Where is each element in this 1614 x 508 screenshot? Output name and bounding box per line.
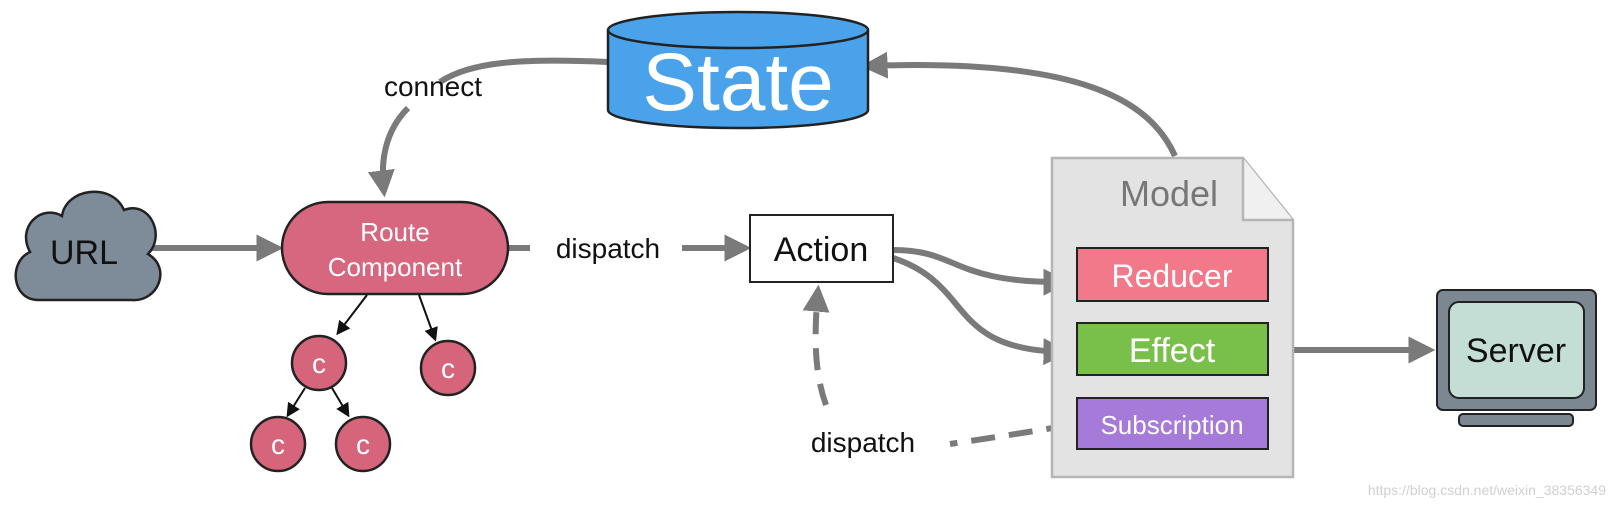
tree-edge [331, 387, 350, 418]
route-component: Route Component [280, 200, 510, 296]
child-component-label: c [441, 353, 455, 384]
child-component-node: c [249, 415, 307, 473]
watermark-text: https://blog.csdn.net/weixin_38356349 [1368, 482, 1606, 498]
reducer-label: Reducer [1112, 258, 1233, 294]
dispatch-label-main: dispatch [556, 233, 660, 264]
server-node: Server [1436, 289, 1597, 427]
reducer-node: Reducer [1076, 247, 1269, 302]
connect-arrow [383, 57, 609, 192]
tree-edge [286, 387, 306, 418]
effect-node: Effect [1076, 322, 1269, 376]
action-to-effect-arrow [892, 255, 1071, 366]
child-component-node: c [419, 339, 477, 397]
action-label: Action [774, 231, 869, 269]
route-component-label-line1: Route [360, 217, 429, 247]
child-component-node: c [334, 415, 392, 473]
child-component-label: c [271, 429, 285, 460]
model-to-state-arrow [860, 51, 1178, 158]
subscription-node: Subscription [1076, 397, 1269, 450]
action-to-reducer-arrow [892, 247, 1071, 296]
child-component-label: c [312, 348, 326, 379]
subscription-label: Subscription [1100, 410, 1243, 440]
effect-label: Effect [1129, 332, 1216, 370]
component-tree: c c c c [249, 294, 477, 473]
connections [152, 51, 1436, 447]
connect-label: connect [384, 71, 482, 102]
server-label: Server [1466, 332, 1566, 370]
dispatch-to-action-dashed-arrow [802, 284, 830, 407]
child-component-label: c [356, 429, 370, 460]
model-container: Model Reducer Effect Subscription [1050, 156, 1295, 479]
route-component-label-line2: Component [328, 252, 463, 282]
action-node: Action [749, 214, 894, 283]
tree-edge [418, 294, 438, 342]
model-label: Model [1120, 173, 1218, 214]
state-store: State [606, 10, 870, 130]
tree-edge [336, 294, 368, 336]
child-component-node: c [290, 334, 348, 392]
url-label: URL [50, 234, 118, 272]
dispatch-label-subscription: dispatch [811, 427, 915, 458]
url-cloud: URL [14, 190, 162, 302]
state-label: State [642, 37, 833, 128]
